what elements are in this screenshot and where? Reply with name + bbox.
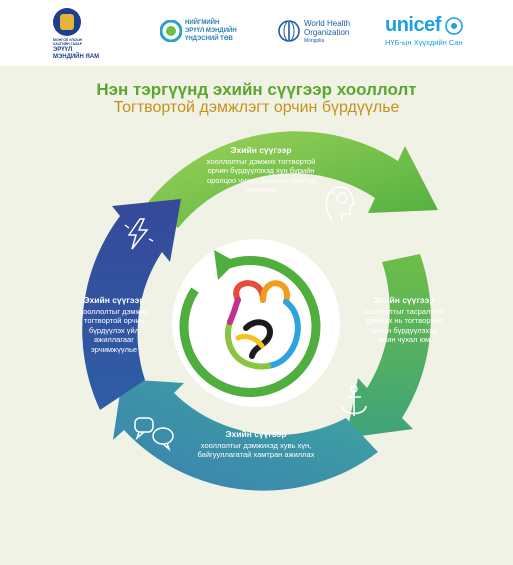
ncph-logo: НИЙГМИЙН ЭРҮҮЛ МЭНДИЙН ҮНДЭСНИЙ ТӨВ bbox=[160, 18, 260, 48]
segment-bottom-text: Эхийн сүүгээр хооллолтыг дэмжихэд хувь х… bbox=[186, 429, 326, 460]
lightbulb-head-icon bbox=[325, 186, 355, 221]
ncph-line2: ЭРҮҮЛ МЭНДИЙН bbox=[185, 28, 237, 34]
segment-top-body: хооллолтыг дэмжих тогтвортой орчин бүрдү… bbox=[206, 156, 316, 195]
mother-child-logo-icon bbox=[225, 280, 301, 370]
ncph-swirl-icon bbox=[160, 20, 182, 42]
who-line2: Organization bbox=[304, 28, 350, 37]
segment-left-text: Эхийн сүүгээр хооллолтыг дэмжих тогтворт… bbox=[70, 295, 158, 354]
unicef-wordmark: unicef bbox=[385, 14, 441, 36]
poster-subtitle: Тогтвортой дэмжлэгт орчин бүрдүүлье bbox=[113, 99, 400, 116]
unicef-subtitle: НҮБ-ын Хүүхдийн Сан bbox=[385, 38, 463, 47]
lightning-icon bbox=[124, 218, 154, 250]
ncph-line3: ҮНДЭСНИЙ ТӨВ bbox=[185, 36, 233, 42]
center-arrow-icon bbox=[179, 256, 321, 397]
ncph-line1: НИЙГМИЙН bbox=[185, 20, 220, 26]
anchor-icon bbox=[341, 385, 367, 416]
ministry-sub-text: МЭНДИЙН ЯАМ bbox=[53, 54, 100, 60]
emblem-inner bbox=[60, 14, 74, 30]
unicef-globe-icon bbox=[445, 17, 463, 35]
segment-left-body: хооллолтыг дэмжих тогтвортой орчин бүрдү… bbox=[79, 306, 149, 354]
ministry-main-text: ЭРҮҮЛ bbox=[53, 47, 73, 53]
segment-right-heading: Эхийн сүүгээр bbox=[373, 295, 435, 305]
segment-top-text: Эхийн сүүгээр хооллолтыг дэмжих тогтворт… bbox=[205, 145, 317, 195]
ministry-top-text: МОНГОЛ УЛСЫН ЗАСГИЙН ГАЗАР bbox=[53, 38, 83, 46]
who-logo: World Health Organization Mongolia bbox=[277, 17, 377, 49]
segment-left-shape bbox=[82, 199, 181, 410]
who-globe-icon bbox=[278, 20, 300, 42]
speech-bubbles-icon bbox=[134, 417, 174, 452]
poster-title: Нэн тэргүүнд эхийн сүүгээр хооллолт bbox=[96, 80, 417, 99]
segment-right-shape bbox=[346, 254, 431, 438]
unicef-logo: unicef НҮБ-ын Хүүхдийн Сан bbox=[385, 14, 495, 50]
segment-top-shape bbox=[145, 131, 438, 228]
segment-right-text: Эхийн сүүгээр хооллолтыг тасралтгүй дэмж… bbox=[363, 295, 445, 345]
logo-header: МОНГОЛ УЛСЫН ЗАСГИЙН ГАЗАР ЭРҮҮЛ МЭНДИЙН… bbox=[0, 0, 513, 66]
segment-bottom-heading: Эхийн сүүгээр bbox=[225, 429, 287, 439]
segment-right-body: хооллолтыг тасралтгүй дэмжих нь тогтворт… bbox=[363, 306, 445, 345]
segment-bottom-shape bbox=[113, 379, 378, 491]
who-line3: Mongolia bbox=[304, 38, 325, 44]
segment-top-heading: Эхийн сүүгээр bbox=[230, 145, 292, 155]
segment-bottom-body: хооллолтыг дэмжихэд хувь хүн, байгууллаг… bbox=[197, 440, 315, 460]
segment-left-heading: Эхийн сүүгээр bbox=[83, 295, 145, 305]
ministry-logo: МОНГОЛ УЛСЫН ЗАСГИЙН ГАЗАР ЭРҮҮЛ МЭНДИЙН… bbox=[53, 8, 123, 60]
who-line1: World Health bbox=[304, 19, 351, 28]
